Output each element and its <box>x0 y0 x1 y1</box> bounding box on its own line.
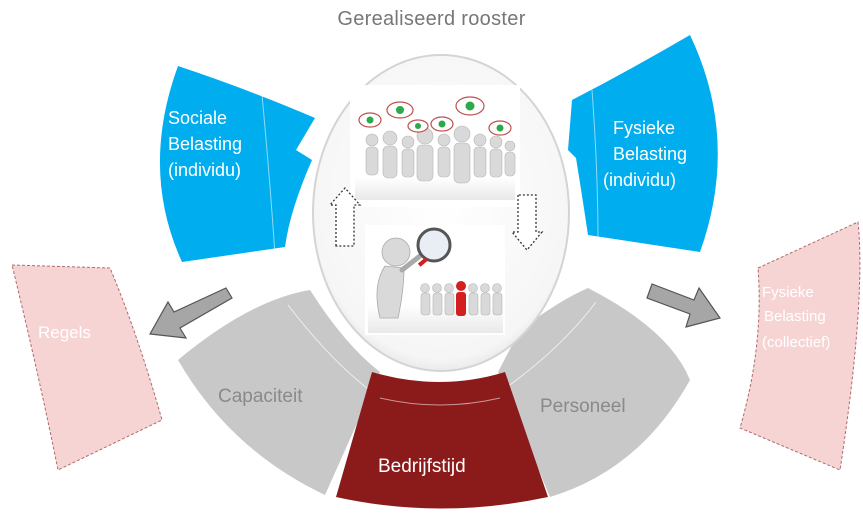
dotted-up-arrow <box>328 187 362 247</box>
magnifier-inspecting-group-illustration <box>376 227 503 319</box>
regels-shape <box>11 264 163 471</box>
sociale-label-1: Sociale <box>168 108 227 128</box>
fysieke-individu-label-2: Belasting <box>613 144 687 164</box>
sociale-shape <box>159 66 315 262</box>
sociale-label-3: (individu) <box>168 160 241 180</box>
fysieke-individu-label-3: (individu) <box>603 170 676 190</box>
fysieke-collectief-label-1: Fysieke <box>762 284 814 301</box>
dotted-down-arrow <box>510 194 544 252</box>
fysieke-collectief-segment <box>739 221 861 471</box>
bedrijfstijd-shape <box>336 372 548 509</box>
regels-label: Regels <box>38 323 91 342</box>
diagram-title: Gerealiseerd rooster <box>337 8 526 30</box>
people-chat-bubbles-illustration <box>358 96 516 184</box>
capaciteit-label: Capaciteit <box>218 386 303 407</box>
fysieke-individu-label-1: Fysieke <box>613 118 675 138</box>
arrow-right-gray <box>646 283 721 328</box>
bedrijfstijd-segment <box>336 372 548 509</box>
capaciteit-shape <box>178 290 380 495</box>
fysieke-collectief-label-3: (collectief) <box>762 334 830 351</box>
fysieke-individu-segment <box>568 35 718 252</box>
personeel-label: Personeel <box>540 396 626 417</box>
regels-segment <box>11 264 163 471</box>
sociale-belasting-segment <box>159 66 315 262</box>
arrow-left-gray <box>149 287 233 339</box>
fysieke-collectief-label-2: Belasting <box>764 308 826 325</box>
capaciteit-segment <box>178 290 380 495</box>
fysieke-collectief-shape <box>739 221 861 471</box>
personeel-segment <box>498 288 690 497</box>
fysieke-individu-shape <box>568 35 718 252</box>
sociale-label-2: Belasting <box>168 134 242 154</box>
bedrijfstijd-label: Bedrijfstijd <box>378 456 466 477</box>
personeel-shape <box>498 288 690 497</box>
